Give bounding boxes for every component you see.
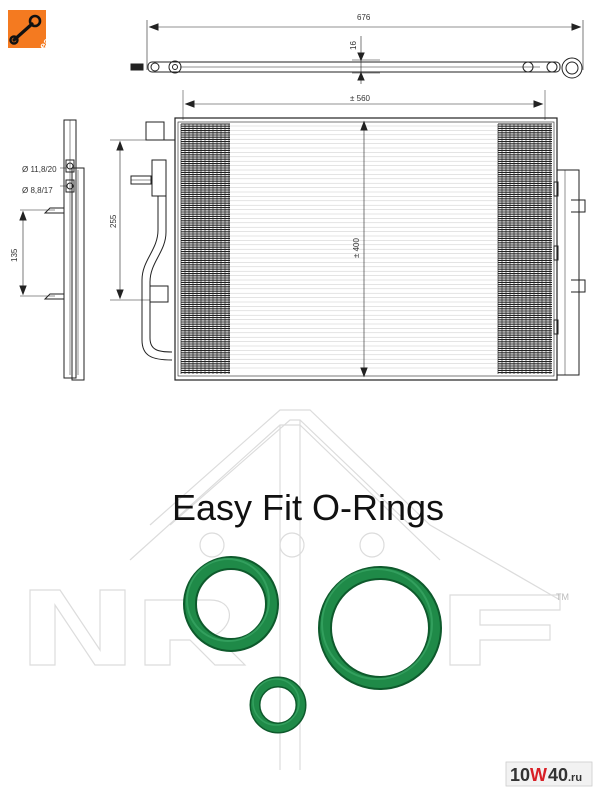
ghost-logo xyxy=(29,409,561,770)
fins-left xyxy=(180,123,230,374)
inlet-pipe xyxy=(110,121,175,361)
watermark-domain: .ru xyxy=(568,772,582,784)
dim-pipe-a: Ø 11,8/20 xyxy=(22,165,57,174)
heading: Easy Fit O-Rings xyxy=(172,487,444,528)
o-ring-small xyxy=(249,676,307,734)
side-view xyxy=(19,119,85,381)
easyfit-badge: easyfit xyxy=(8,10,65,52)
o-ring-medium xyxy=(183,556,279,652)
dim-total-length: 676 xyxy=(357,13,371,22)
dim-pipe-b: Ø 8,8/17 xyxy=(22,186,53,195)
trademark: TM xyxy=(556,592,569,602)
site-watermark: 10 W 40 .ru xyxy=(505,761,593,787)
dim-port-spacing: 255 xyxy=(109,214,118,228)
dim-core-width: ± 560 xyxy=(350,94,371,103)
watermark-prefix: 10 xyxy=(510,765,530,785)
dim-core-height: ± 400 xyxy=(352,237,361,258)
watermark-suffix: 40 xyxy=(548,765,568,785)
dimension-labels: 676 16 ± 560 ± 400 255 135 Ø 11,8/20 Ø 8… xyxy=(10,13,371,262)
o-rings xyxy=(183,556,442,734)
top-view xyxy=(130,20,584,84)
condenser-core xyxy=(174,90,586,381)
watermark-mid: W xyxy=(530,765,547,785)
fins-right xyxy=(497,123,552,374)
o-ring-large xyxy=(318,566,442,690)
dim-height-small: 16 xyxy=(349,41,358,50)
wrench-icon xyxy=(9,14,42,45)
watermark-box xyxy=(505,761,593,787)
dim-bracket-spacing: 135 xyxy=(10,248,19,262)
